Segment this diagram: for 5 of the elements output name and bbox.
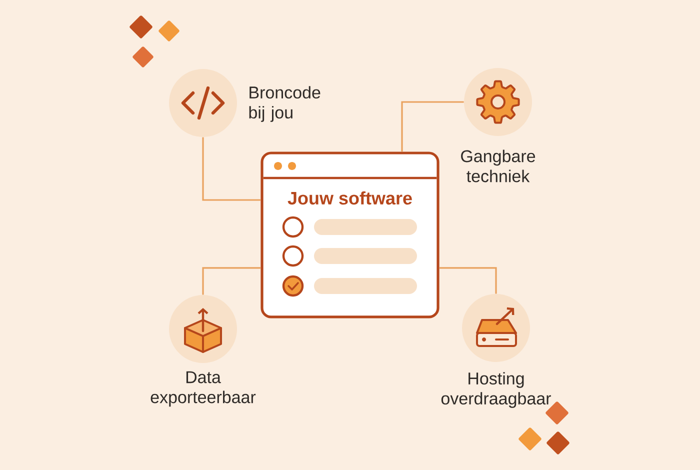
icon-label: Hosting overdraagbaar [441, 372, 551, 408]
icon-label: Broncode bij jou [249, 86, 320, 122]
icon-label: Gangbare techniek [461, 150, 536, 182]
icon-label: Data exporteerbaar [150, 371, 256, 407]
window-title: Jouw software [288, 191, 412, 205]
